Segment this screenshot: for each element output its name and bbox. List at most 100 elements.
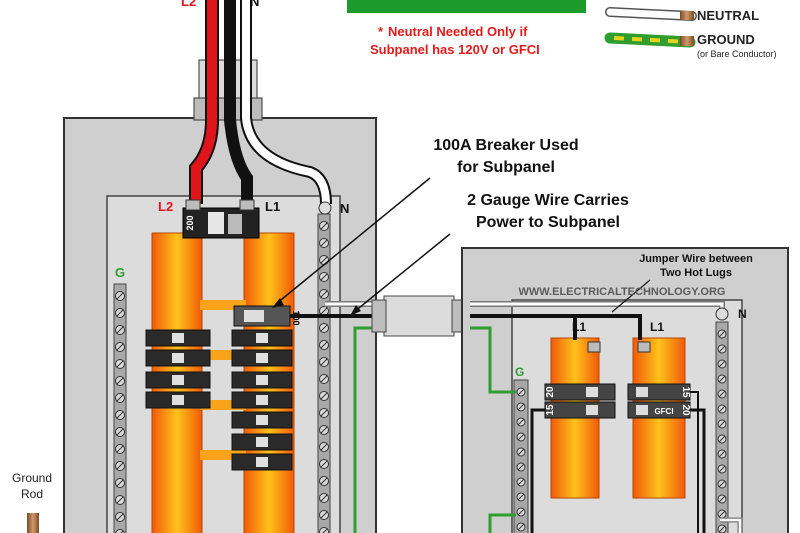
main-breaker-rating: 200 [185, 215, 195, 230]
main-breaker-handle [208, 212, 224, 234]
breaker-handle [256, 437, 268, 447]
terminal-screw-slot [320, 460, 328, 468]
callout-wire-line2: Power to Subpanel [476, 214, 620, 231]
legend-neutral-wire [606, 8, 696, 20]
callout-wire-line1: 2 Gauge Wire Carries [467, 192, 629, 209]
breaker-handle [256, 457, 268, 467]
l2-lug [185, 199, 201, 211]
website-watermark: WWW.ELECTRICALTECHNOLOGY.ORG [519, 286, 726, 298]
breaker-handle [256, 353, 268, 363]
sub-neutral-screws [717, 329, 727, 533]
terminal-screw-slot [718, 345, 726, 353]
sub-rating-right-bottom: 20 [680, 404, 691, 416]
branch-wire [690, 391, 699, 533]
terminal-screw-slot [116, 462, 124, 470]
callout-breaker-line2: for Subpanel [457, 159, 555, 176]
callout-breaker-line1: 100A Breaker Used [433, 137, 578, 154]
terminal-screw-slot [517, 478, 525, 486]
terminal-screw-slot [517, 448, 525, 456]
terminal-screw-slot [320, 358, 328, 366]
main-ground-screws [115, 291, 125, 533]
terminal-screw-slot [320, 477, 328, 485]
terminal-screw-slot [116, 411, 124, 419]
bus-tab [200, 450, 246, 460]
sub-ground-feed [470, 326, 516, 394]
terminal-screw-slot [320, 256, 328, 264]
terminal-screw-slot [320, 341, 328, 349]
ground-rod: Ground Rod [12, 471, 52, 533]
breaker-handle [256, 395, 268, 405]
legend-neutral-copper [680, 11, 694, 20]
callout-jumper-line1: Jumper Wire between [639, 253, 753, 265]
gfci-label: GFCI [654, 407, 673, 416]
breaker-handle [636, 387, 648, 397]
notice-marker: * [378, 24, 384, 39]
breaker-handle [636, 405, 648, 415]
sub-rating-left-bottom: 15 [545, 404, 556, 416]
breaker-handle [586, 387, 598, 397]
main-breaker-200a: 200 [182, 207, 260, 239]
terminal-screw-slot [718, 330, 726, 338]
wire-neutral-white [242, 0, 330, 205]
subpanel-breaker-handle [244, 310, 264, 322]
callout-breaker-pointer [275, 177, 431, 305]
terminal-screw-slot [517, 463, 525, 471]
terminal-screw-slot [517, 508, 525, 516]
terminal-screw-slot [320, 222, 328, 230]
wire-l2-red [191, 0, 217, 204]
terminal-screw-slot [718, 435, 726, 443]
notice-line2: Subpanel has 120V or GFCI [370, 42, 540, 57]
legend-ground-copper [680, 36, 694, 46]
callout-breaker-arrowhead [272, 298, 284, 308]
terminal-screw-slot [320, 239, 328, 247]
bus-tab [200, 350, 246, 360]
sub-rating-right-top: 15 [680, 386, 691, 398]
terminal-screw-slot [517, 433, 525, 441]
label-sub-n: N [738, 307, 747, 321]
terminal-screw-slot [116, 326, 124, 334]
terminal-screw-slot [116, 360, 124, 368]
terminal-screw-slot [320, 375, 328, 383]
sub-ground-screws [516, 387, 526, 532]
sub-lug-left [587, 341, 601, 353]
breaker-handle [256, 375, 268, 385]
terminal-screw-slot [517, 403, 525, 411]
callouts: 100A Breaker Used for Subpanel 2 Gauge W… [272, 137, 753, 316]
ground-rod-label-line2: Rod [21, 487, 43, 501]
legend-ground-stripe [613, 36, 691, 44]
terminal-screw-slot [116, 292, 124, 300]
label-main-l2: L2 [181, 0, 196, 9]
neutral-notice: * Neutral Needed Only if Subpanel has 12… [370, 24, 540, 57]
terminal-screw-slot [718, 405, 726, 413]
label-panel-l1: L1 [265, 199, 280, 214]
breaker-handle [256, 333, 268, 343]
terminal-screw-slot [718, 420, 726, 428]
branch-neutral-white [720, 518, 742, 533]
terminal-screw-slot [320, 409, 328, 417]
terminal-screw-slot [718, 375, 726, 383]
terminal-screw-slot [517, 523, 525, 531]
main-breaker-lug [228, 214, 242, 234]
terminal-screw-slot [116, 428, 124, 436]
terminal-screw-slot [320, 511, 328, 519]
sub-rating-left-top: 20 [545, 386, 556, 398]
breaker-handle [256, 415, 268, 425]
terminal-screw-slot [120, 530, 124, 533]
legend: NEUTRAL GROUND (or Bare Conductor) [604, 7, 777, 59]
breaker-handle [172, 395, 184, 405]
terminal-screw-slot [116, 513, 124, 521]
callout-jumper-line2: Two Hot Lugs [660, 267, 732, 279]
terminal-screw-slot [320, 273, 328, 281]
label-sub-g: G [515, 365, 524, 379]
notice-line1: Neutral Needed Only if [388, 24, 528, 39]
callout-jumper-pointer [611, 279, 651, 313]
breaker-handle [172, 333, 184, 343]
main-breakers-left [145, 329, 211, 409]
jumper-wire [575, 314, 642, 340]
terminal-screw-slot [320, 324, 328, 332]
branch-wire [530, 408, 545, 533]
label-main-n: N [250, 0, 259, 9]
main-neutral-screws [319, 221, 329, 533]
label-panel-l2: L2 [158, 199, 173, 214]
